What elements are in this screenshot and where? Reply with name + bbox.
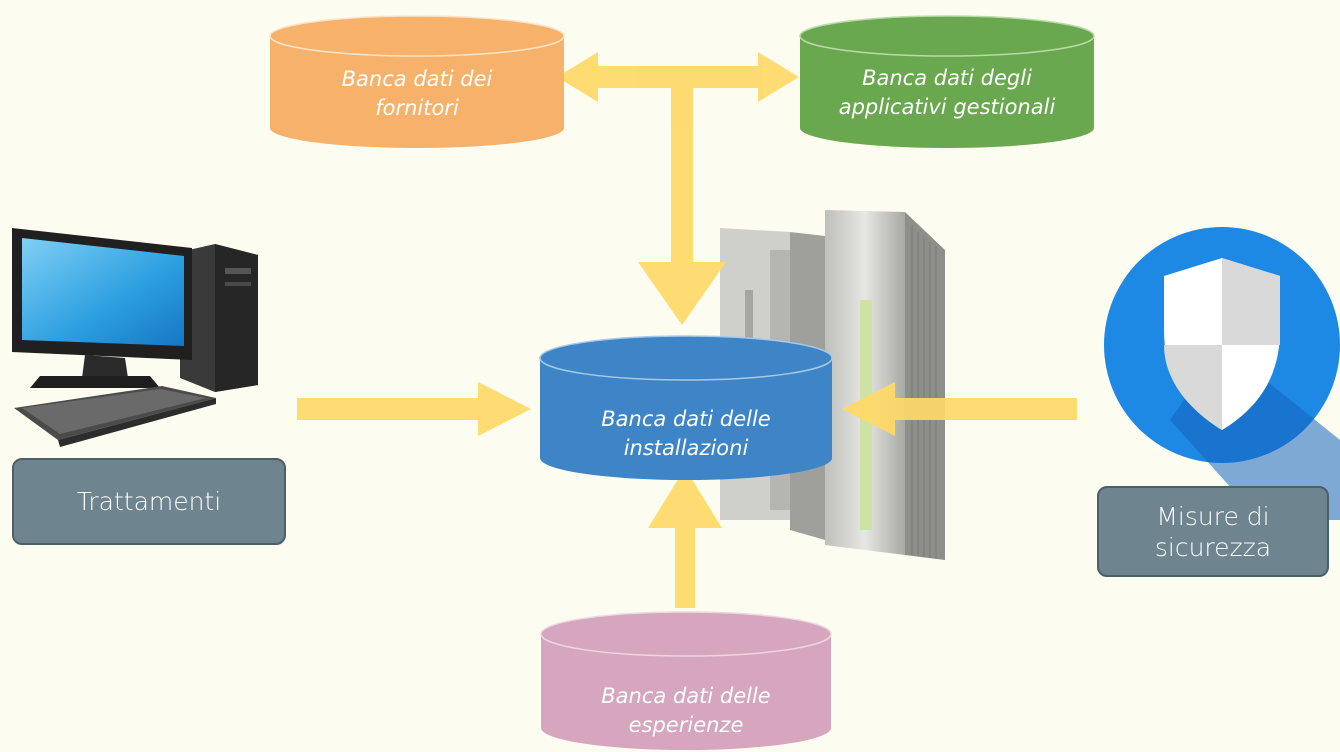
cylinder-installazioni (539, 335, 833, 480)
shield-icon (1104, 227, 1340, 520)
cylinder-fornitori (269, 15, 565, 148)
applicativi-label-line1: Banca dati degli (862, 66, 1032, 90)
computer-icon (12, 228, 258, 447)
applicativi-label-line2: applicativi gestionali (838, 95, 1056, 119)
installazioni-label-line1: Banca dati delle (601, 407, 771, 431)
fornitori-label: Banca dati dei fornitori (274, 64, 560, 124)
cylinder-esperienze (540, 611, 832, 750)
arrow-misure-to-installazioni (842, 382, 1077, 436)
misure-badge: Misure di sicurezza (1097, 486, 1329, 577)
fornitori-label-line1: Banca dati dei (341, 67, 493, 91)
arrows (297, 52, 1077, 608)
trattamenti-badge: Trattamenti (12, 458, 286, 545)
installazioni-label-line2: installazioni (623, 436, 749, 460)
esperienze-label-line1: Banca dati delle (601, 684, 771, 708)
cylinder-applicativi (799, 15, 1095, 148)
esperienze-label: Banca dati delle esperienze (545, 680, 827, 742)
arrow-esperienze-to-installazioni (648, 468, 722, 608)
applicativi-label: Banca dati degli applicativi gestionali (804, 62, 1090, 124)
arrow-top-to-installazioni (638, 88, 726, 325)
esperienze-label-line2: esperienze (628, 713, 744, 737)
fornitori-label-line2: fornitori (375, 96, 459, 120)
trattamenti-label: Trattamenti (76, 487, 222, 516)
installazioni-label: Banca dati delle installazioni (544, 402, 828, 466)
misure-label-line1: Misure di (1156, 501, 1270, 531)
misure-label-line2: sicurezza (1154, 532, 1272, 562)
arrow-fornitori-applicativi (557, 52, 799, 102)
arrow-trattamenti-to-installazioni (297, 382, 531, 436)
